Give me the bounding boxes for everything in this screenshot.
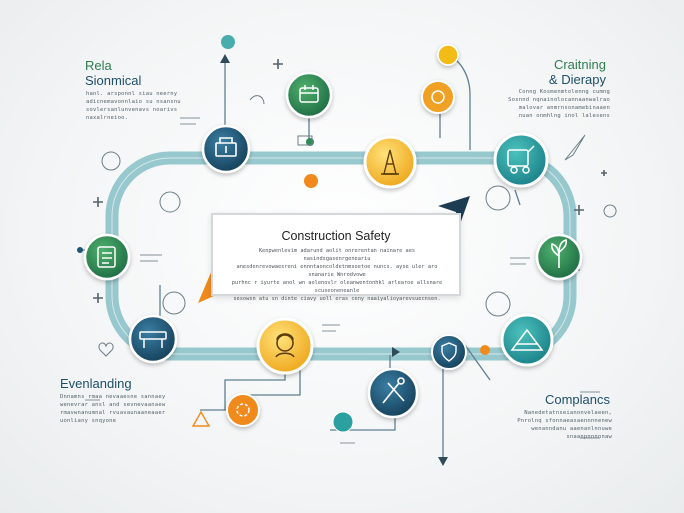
heart-icon: [98, 342, 114, 357]
person-icon: [249, 95, 265, 105]
shield-icon: [441, 342, 457, 362]
bottom-right-title: Complancs: [544, 392, 610, 407]
top-right-title: Craitning & Dierapy: [548, 57, 606, 87]
barrier-icon: [139, 331, 167, 348]
teal-badge-icon: [332, 411, 354, 433]
tools-node[interactable]: [367, 367, 419, 419]
calendar-node[interactable]: [285, 71, 333, 119]
document-icon: [162, 291, 186, 315]
gear-icon: [236, 403, 250, 417]
bottom-left-description: Dnnamns rmaa nevaaesne sannaey wenevrar …: [60, 394, 166, 424]
gear-outline-icon: [603, 204, 617, 218]
machinery-icon: [507, 145, 535, 174]
arrow-up-icon: [220, 54, 230, 63]
direction-arrow-navy-icon: [438, 196, 470, 230]
target-icon: [101, 151, 121, 171]
checklist-node[interactable]: [83, 233, 131, 281]
pencil-icon: [564, 134, 586, 161]
top-left-title-line2: Sionmical: [85, 73, 142, 88]
document-stack-icon: [297, 135, 313, 146]
bottom-left-title: Evenlanding: [60, 376, 132, 391]
navy-dot: [77, 247, 83, 253]
cone-node[interactable]: [363, 135, 417, 189]
top-right-description: Conng Kosmenmtolenng cumng Sosnnd nqnain…: [508, 89, 610, 119]
bulb-node[interactable]: [437, 44, 459, 66]
machinery-node[interactable]: [493, 132, 549, 188]
main-title: Construction Safety: [281, 229, 391, 243]
certificate-icon: [431, 90, 445, 104]
teal-dot: [221, 35, 235, 49]
growth-icon: [550, 239, 568, 268]
crane-icon: [510, 328, 544, 351]
checklist-icon: [97, 246, 116, 268]
chart-icon: [159, 191, 181, 213]
bottom-right-description: Nanedetatnseianonvelaeen, Pnrolnq sfonna…: [517, 410, 612, 440]
worker-icon: [275, 333, 295, 358]
top-left-title: Rela Sionmical: [85, 58, 141, 88]
orange-dot: [480, 345, 490, 355]
worker-node[interactable]: [256, 317, 314, 375]
helmet-icon: [215, 137, 237, 157]
top-left-title-line1: Rela: [85, 58, 112, 73]
shield-node[interactable]: [431, 334, 467, 370]
construction-safety-card: Construction Safety Kenpwenlevim adarund…: [211, 213, 461, 302]
arrow-right-icon: [392, 347, 400, 357]
hardhat-outline-icon: [485, 291, 511, 317]
main-description: Kenpwenlevim adarund aolit onrerentan na…: [231, 248, 443, 302]
calendar-icon: [299, 85, 319, 103]
certificate-node[interactable]: [421, 80, 455, 114]
arrow-down-icon: [438, 457, 448, 466]
top-right-title-line1: Craitning: [553, 57, 606, 72]
gear-node[interactable]: [226, 393, 260, 427]
top-right-title-line2: & Dierapy: [548, 72, 606, 87]
plus-markers: [93, 59, 607, 303]
annotation-lines: [85, 117, 600, 444]
orange-dot: [304, 174, 318, 188]
warning-icon: [191, 410, 211, 427]
checklist-outline-icon: [485, 185, 511, 211]
crane-node[interactable]: [500, 313, 554, 367]
top-left-description: hanl. arsponnl siau neerny adicnemavonnl…: [86, 91, 181, 121]
cone-icon: [381, 149, 399, 175]
tools-icon: [382, 377, 405, 404]
